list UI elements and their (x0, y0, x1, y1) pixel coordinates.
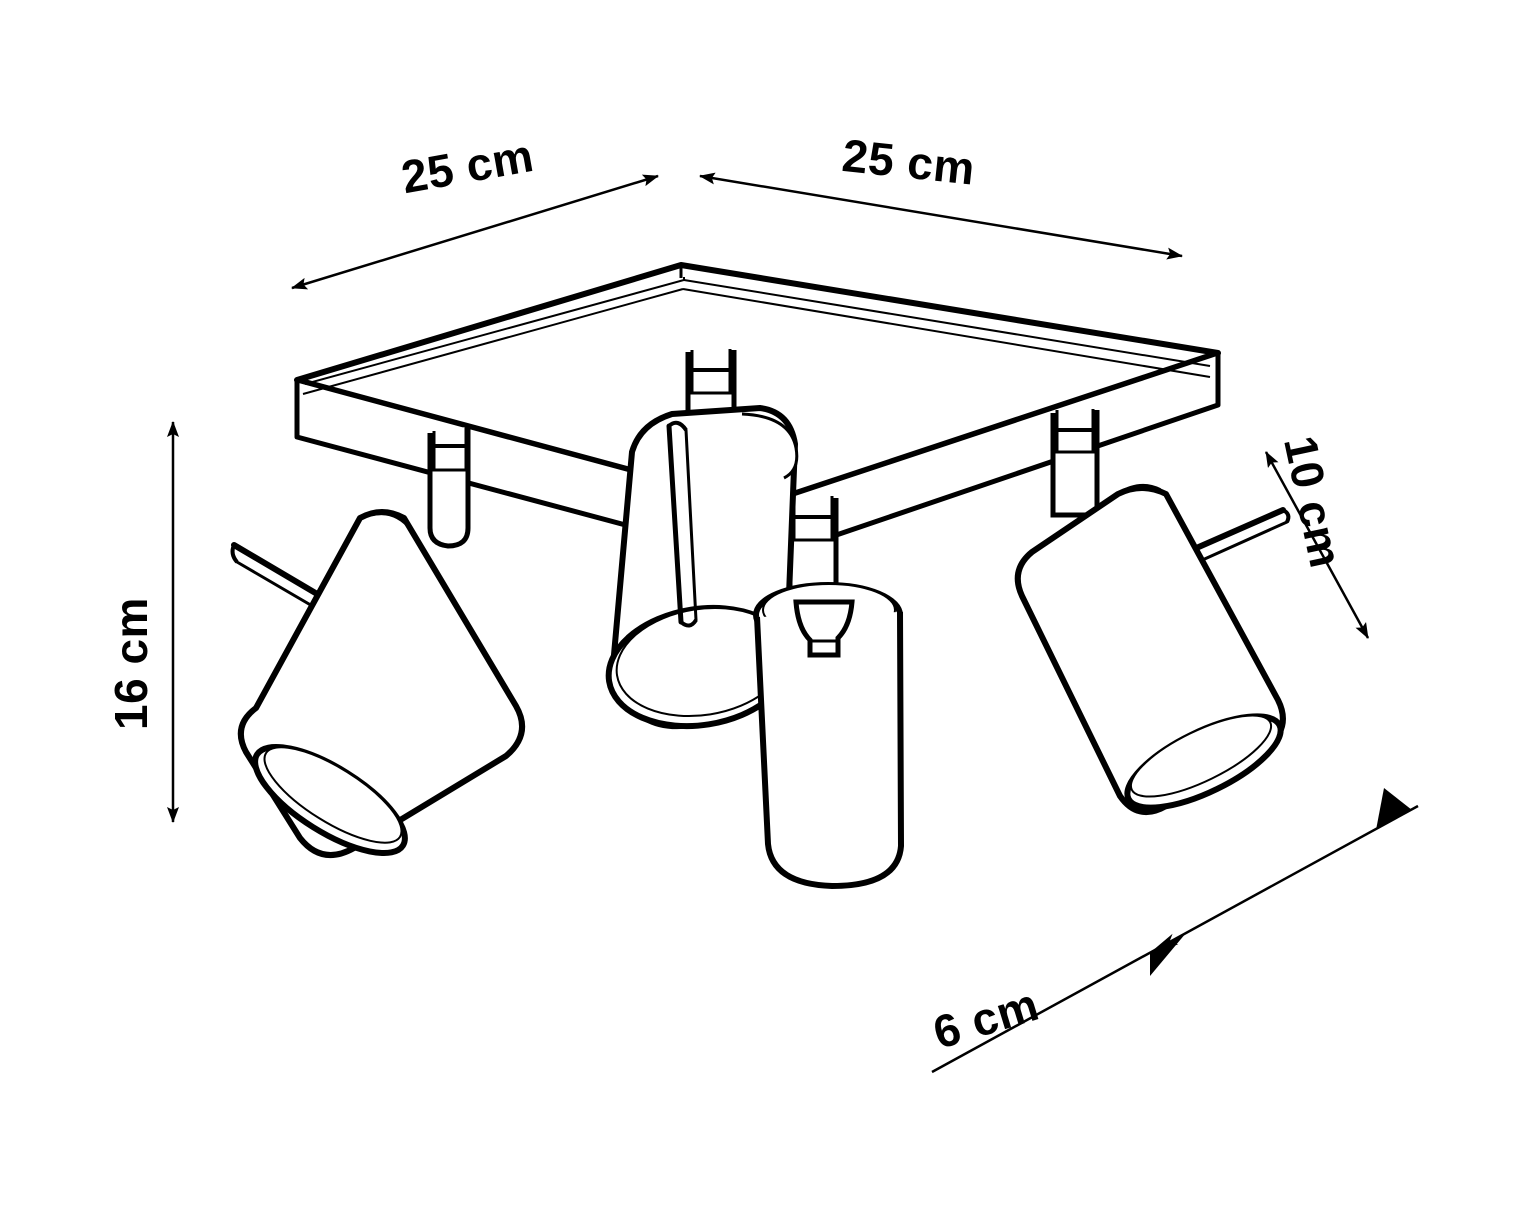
spot-back-cap-arc (741, 412, 799, 480)
stem-right (1050, 409, 1100, 518)
dimension-line-width-left (291, 174, 659, 290)
stem-left-collar (432, 427, 468, 472)
dim-25-left-line (291, 174, 659, 290)
spot-front-body (754, 611, 904, 889)
plate-bevel-right-2 (682, 288, 1211, 378)
dim-25-right-line (699, 172, 1183, 260)
stem-left (427, 427, 471, 549)
spot-back-lever-tip (667, 420, 688, 432)
spot-front-center (753, 582, 904, 889)
spot-back-lever-end (679, 618, 698, 628)
spot-left (230, 509, 526, 858)
dimension-line-depth-right (699, 172, 1183, 260)
dimension-line-head-diameter (931, 788, 1419, 1074)
spot-right (1014, 483, 1291, 816)
spot-right-cap-seam (1116, 483, 1161, 496)
dimension-label-height: 16 cm (105, 597, 157, 730)
dim-10-line (1264, 451, 1370, 639)
spot-back-lever-rod-edge (684, 428, 698, 622)
dimension-label-depth: 25 cm (839, 129, 978, 195)
dim-6-arrowhead-end (1376, 788, 1412, 830)
spot-left-aperture-inner (263, 746, 403, 844)
spot-right-aperture-inner (1129, 714, 1273, 798)
plate-bevel-left-2 (302, 288, 684, 395)
dimension-line-head-depth (1264, 451, 1370, 639)
dim-6-arrowhead-mid (1150, 933, 1186, 976)
spot-left-cap-seam (359, 511, 414, 532)
spot-back-center (605, 405, 799, 730)
plate-bevel-right (683, 279, 1211, 367)
spot-right-lever-tip (1282, 508, 1291, 523)
spot-left-lever-tip (230, 544, 239, 564)
spot-back-lever-rod (666, 423, 684, 625)
